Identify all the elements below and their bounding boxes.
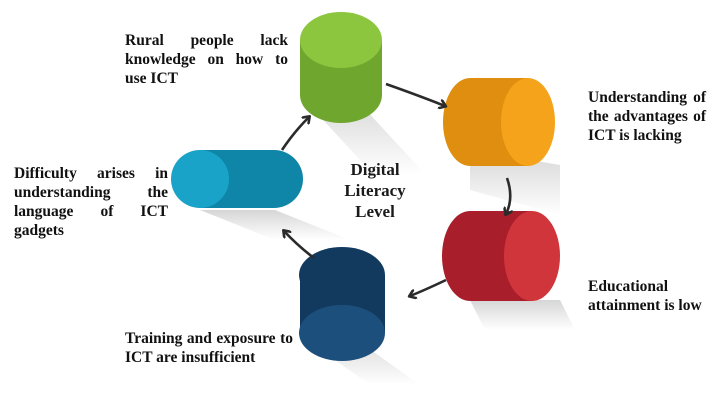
center-title-line: Digital [350,160,400,179]
cylinder-right-cap [501,78,555,166]
cylinder-right-cap [504,211,560,301]
cylinder-green [300,12,426,175]
center-title-line: Literacy [344,181,406,200]
cylinder-left-cap [171,150,229,208]
curved-arrow-icon [284,231,315,260]
cylinder-red [442,211,575,330]
cylinder-orange [443,78,560,215]
label-education: Educational attainment is low [588,278,702,314]
cylinder-right-cap [245,150,303,208]
cylinder-top [299,247,385,303]
cylinder-top [300,12,382,68]
shadow [200,210,350,240]
cylinder-left-cap [443,78,497,166]
shadow [470,300,575,330]
label-advantages: Understanding of the advantages of ICT i… [588,89,706,144]
label-training: Training and exposure to ICT are insuffi… [125,330,293,366]
cylinder-bottom [300,67,382,123]
cylinder-navy [299,247,420,385]
cylinder-cyan [171,150,350,240]
center-title: Digital Literacy Level [320,159,430,222]
curved-arrow-icon [410,278,447,296]
curved-arrow-icon [506,177,510,214]
curved-arrow-icon [280,117,309,151]
center-title-line: Level [355,202,395,221]
label-language: Difficulty arises in understanding the l… [14,165,168,239]
shadow [470,150,560,215]
cylinder-left-cap [442,211,498,301]
cylinder-bottom [299,305,385,361]
label-knowledge: Rural people lack knowledge on how to us… [125,32,288,87]
curved-arrow-icon [385,82,445,106]
